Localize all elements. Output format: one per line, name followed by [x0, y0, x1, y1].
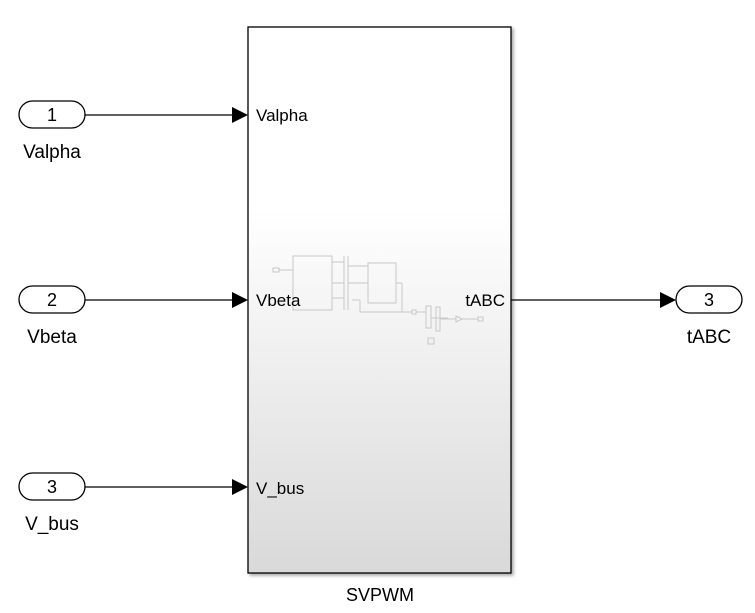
signal-line-v-bus[interactable] [85, 479, 248, 495]
signal-line-vbeta[interactable] [85, 292, 248, 308]
inport-2-name: Vbeta [27, 327, 77, 348]
block-input-label-vbeta: Vbeta [256, 291, 301, 310]
outport-3[interactable]: 3 [675, 285, 743, 314]
signal-line-valpha[interactable] [85, 107, 248, 123]
block-input-label-v-bus: V_bus [256, 479, 304, 498]
inport-1[interactable]: 1 [18, 100, 86, 129]
signal-line-tabc[interactable] [511, 292, 676, 308]
arrow-icon [660, 292, 676, 308]
arrow-icon [232, 479, 248, 495]
arrow-icon [232, 292, 248, 308]
inport-3-name: V_bus [25, 514, 79, 535]
outport-3-number: 3 [704, 290, 714, 310]
inport-1-number: 1 [47, 105, 57, 125]
inport-3[interactable]: 3 [18, 472, 86, 501]
svpwm-subsystem-block[interactable]: Valpha Vbeta V_bus tABC [247, 26, 512, 574]
block-name[interactable]: SVPWM [346, 585, 414, 605]
inport-1-name: Valpha [23, 142, 81, 163]
subsystem-preview-icon [272, 255, 484, 345]
inport-2-number: 2 [47, 290, 57, 310]
arrow-icon [232, 107, 248, 123]
inport-3-number: 3 [47, 477, 57, 497]
block-output-label-tabc: tABC [465, 291, 505, 310]
outport-3-name: tABC [687, 327, 731, 348]
inport-2[interactable]: 2 [18, 285, 86, 314]
block-input-label-valpha: Valpha [256, 106, 308, 125]
